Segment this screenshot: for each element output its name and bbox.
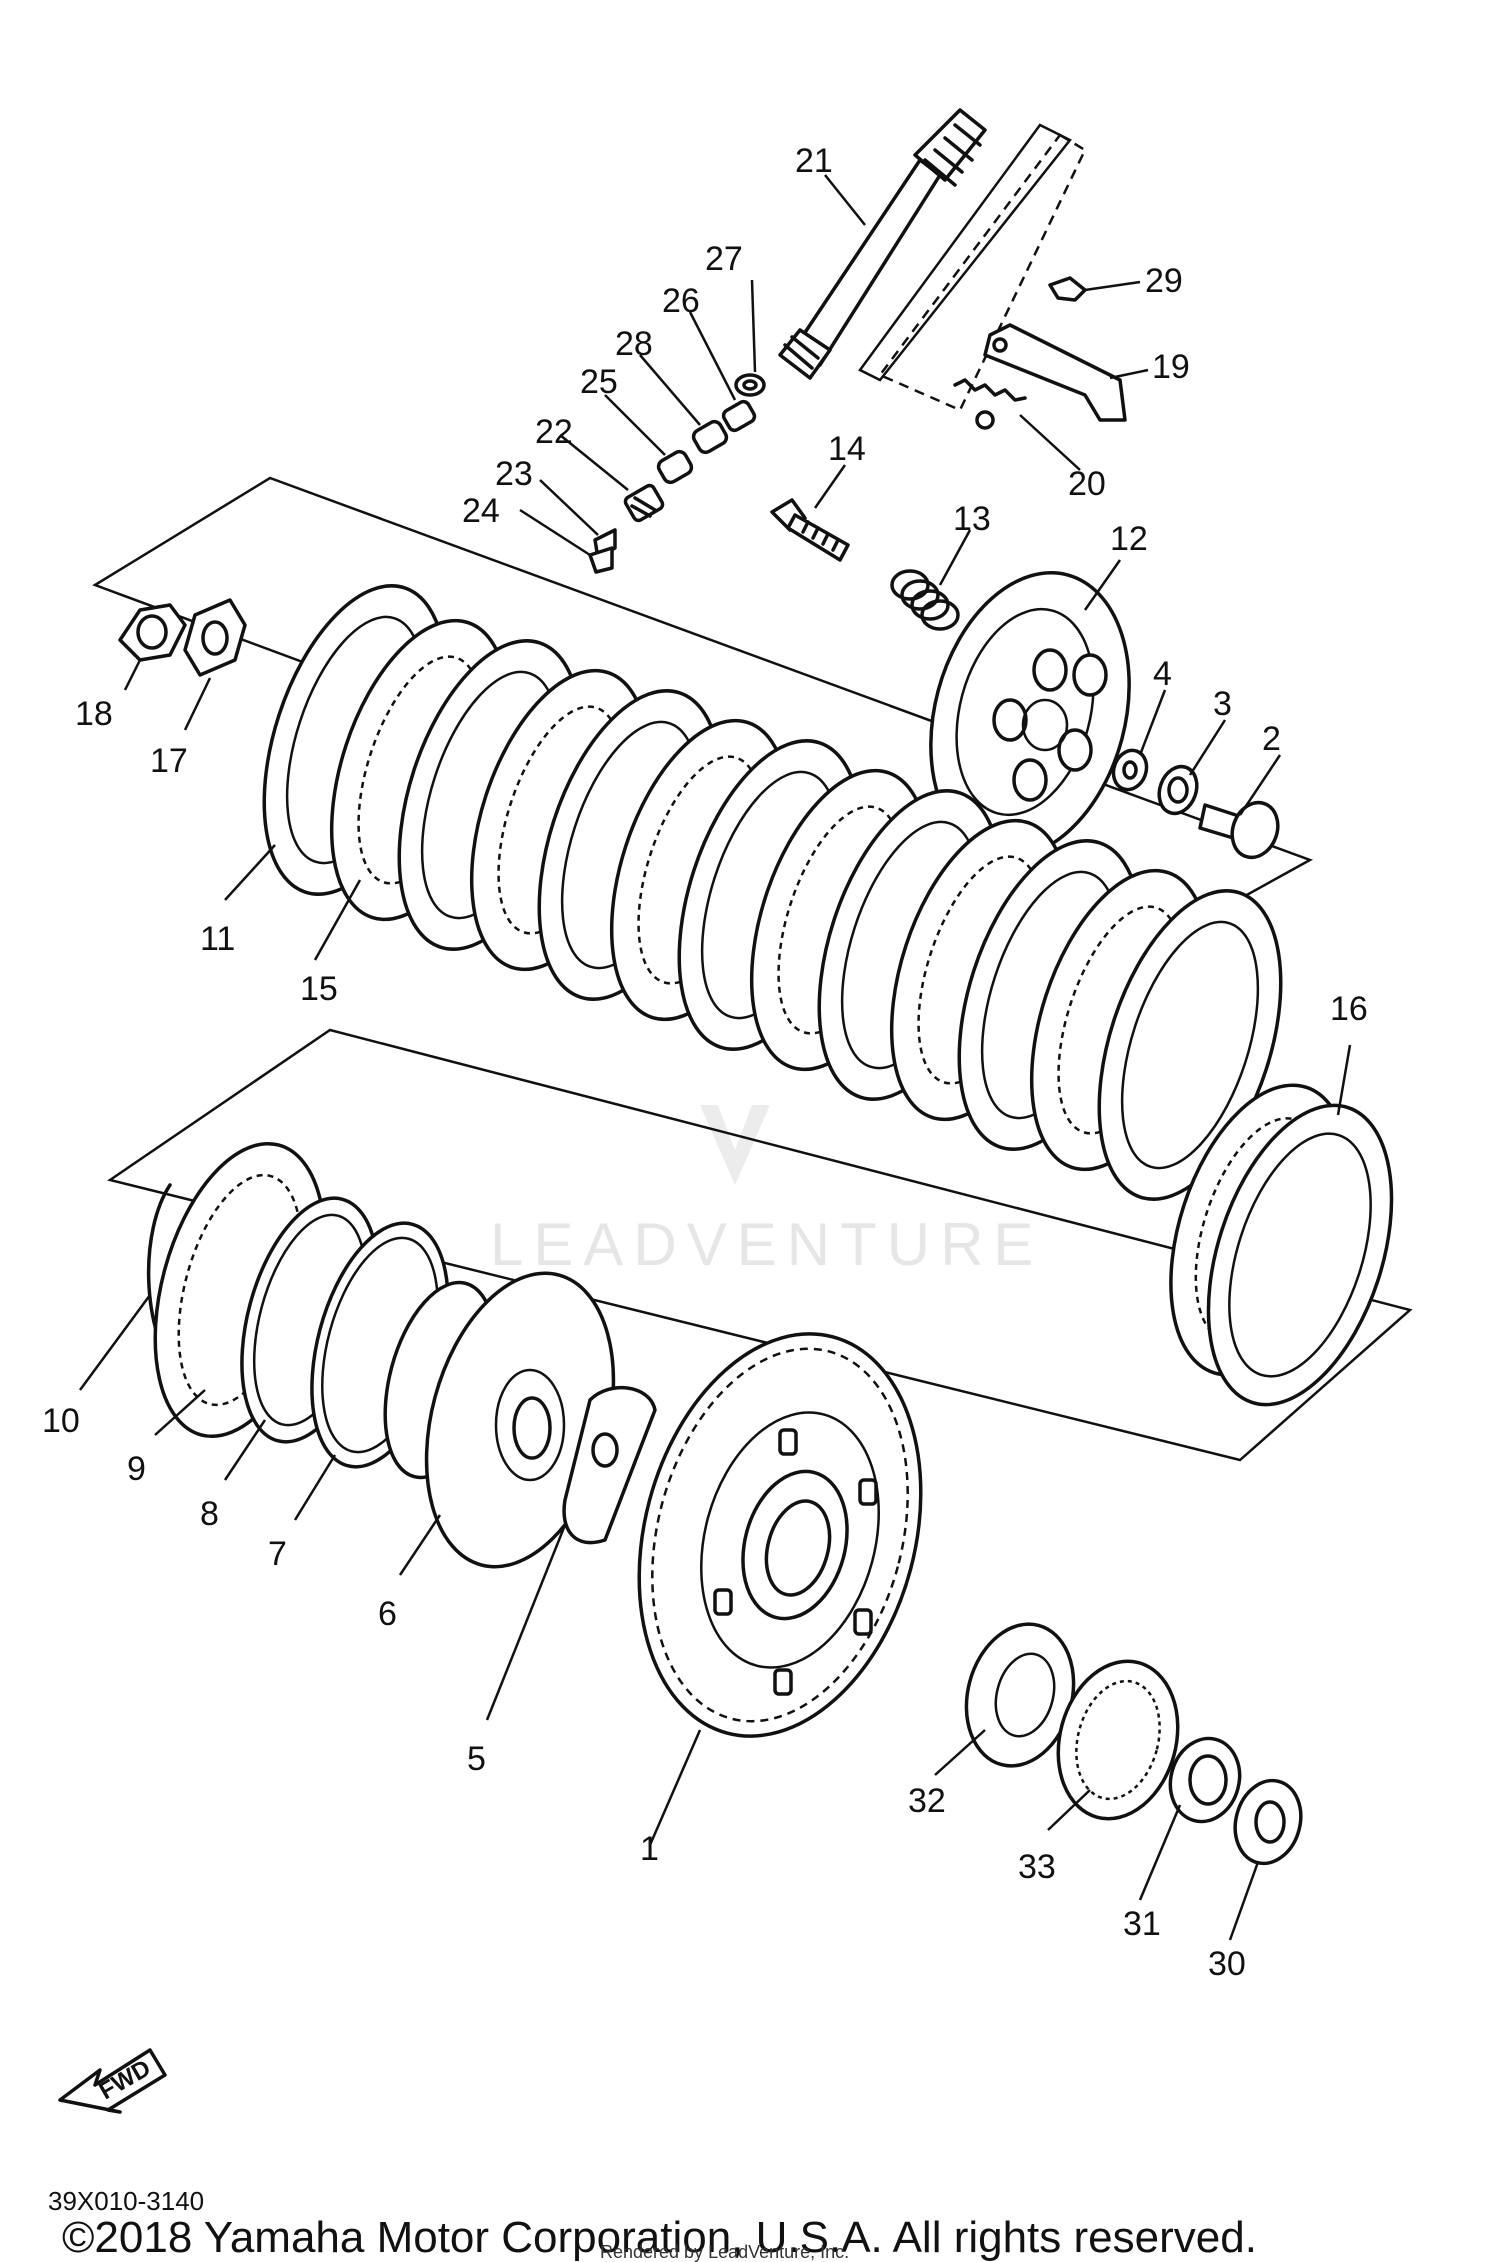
label-32: 32 bbox=[908, 1782, 946, 1820]
label-25: 25 bbox=[580, 363, 618, 401]
release-pieces bbox=[1111, 748, 1280, 860]
bushing-26 bbox=[721, 399, 757, 433]
label-28: 28 bbox=[615, 325, 653, 363]
label-21: 21 bbox=[795, 142, 833, 180]
label-5: 5 bbox=[467, 1740, 486, 1778]
clutch-plate-stack bbox=[262, 584, 1394, 1407]
bushing-25 bbox=[656, 449, 694, 485]
spring-20 bbox=[953, 378, 1027, 402]
bolt-14-part bbox=[770, 498, 850, 562]
copyright-text: ©2018 Yamaha Motor Corporation, U.S.A. A… bbox=[62, 2213, 1257, 2262]
label-22: 22 bbox=[535, 413, 573, 451]
label-4: 4 bbox=[1153, 655, 1172, 693]
part-labels: 1 2 3 4 5 6 7 8 9 10 11 12 13 14 15 16 1… bbox=[42, 142, 1368, 1983]
lower-clutch-group bbox=[146, 1141, 923, 1738]
label-13: 13 bbox=[953, 500, 991, 538]
small-parts-stack bbox=[588, 373, 766, 574]
label-1: 1 bbox=[640, 1830, 659, 1868]
bearing-3 bbox=[1157, 764, 1199, 816]
label-11: 11 bbox=[200, 920, 235, 958]
label-19: 19 bbox=[1152, 348, 1190, 386]
pressure-plate-12 bbox=[929, 571, 1131, 859]
watermark-text: LEADVENTURE bbox=[490, 1211, 1043, 1278]
label-27: 27 bbox=[705, 240, 743, 278]
label-12: 12 bbox=[1110, 520, 1148, 558]
release-lever-group bbox=[953, 276, 1127, 430]
clip-29 bbox=[1048, 276, 1087, 302]
label-26: 26 bbox=[662, 282, 700, 320]
label-15: 15 bbox=[300, 970, 338, 1008]
washer-27 bbox=[734, 373, 766, 397]
label-18: 18 bbox=[75, 695, 113, 733]
washer-4 bbox=[1111, 748, 1149, 792]
label-6: 6 bbox=[378, 1595, 397, 1633]
label-10: 10 bbox=[42, 1402, 80, 1440]
label-31: 31 bbox=[1123, 1905, 1161, 1943]
leadventure-watermark: LEADVENTURE bbox=[490, 1105, 1043, 1278]
label-17: 17 bbox=[150, 742, 188, 780]
label-9: 9 bbox=[127, 1450, 146, 1488]
spacer-31 bbox=[1168, 1736, 1242, 1824]
clutch-spring-13 bbox=[890, 569, 960, 631]
clip-24 bbox=[588, 546, 614, 574]
label-2: 2 bbox=[1262, 720, 1281, 758]
nut-18 bbox=[118, 603, 187, 662]
label-20: 20 bbox=[1068, 465, 1106, 503]
label-23: 23 bbox=[495, 455, 533, 493]
lever-19 bbox=[983, 323, 1127, 422]
label-30: 30 bbox=[1208, 1945, 1246, 1983]
label-14: 14 bbox=[828, 430, 866, 468]
nut-washer-group bbox=[118, 598, 247, 677]
push-rod-shaft bbox=[778, 108, 987, 380]
label-16: 16 bbox=[1330, 990, 1368, 1028]
leader-lines bbox=[78, 174, 1352, 1941]
lock-washer-17 bbox=[183, 598, 247, 677]
needle-bearing-33 bbox=[1056, 1659, 1180, 1821]
drawing-code: 39X010-3140 bbox=[48, 2186, 204, 2216]
label-24: 24 bbox=[462, 492, 500, 530]
label-33: 33 bbox=[1018, 1848, 1056, 1886]
bushing-28 bbox=[691, 419, 729, 455]
label-29: 29 bbox=[1145, 262, 1183, 300]
rendered-by-text: Rendered by LeadVenture, Inc. bbox=[600, 2242, 849, 2262]
lever-assembly-box bbox=[878, 133, 1087, 412]
label-8: 8 bbox=[200, 1495, 219, 1533]
label-7: 7 bbox=[268, 1535, 287, 1573]
fwd-arrow: FWD bbox=[58, 2048, 167, 2114]
label-3: 3 bbox=[1213, 685, 1232, 723]
shaft-bearings bbox=[964, 1622, 1303, 1866]
